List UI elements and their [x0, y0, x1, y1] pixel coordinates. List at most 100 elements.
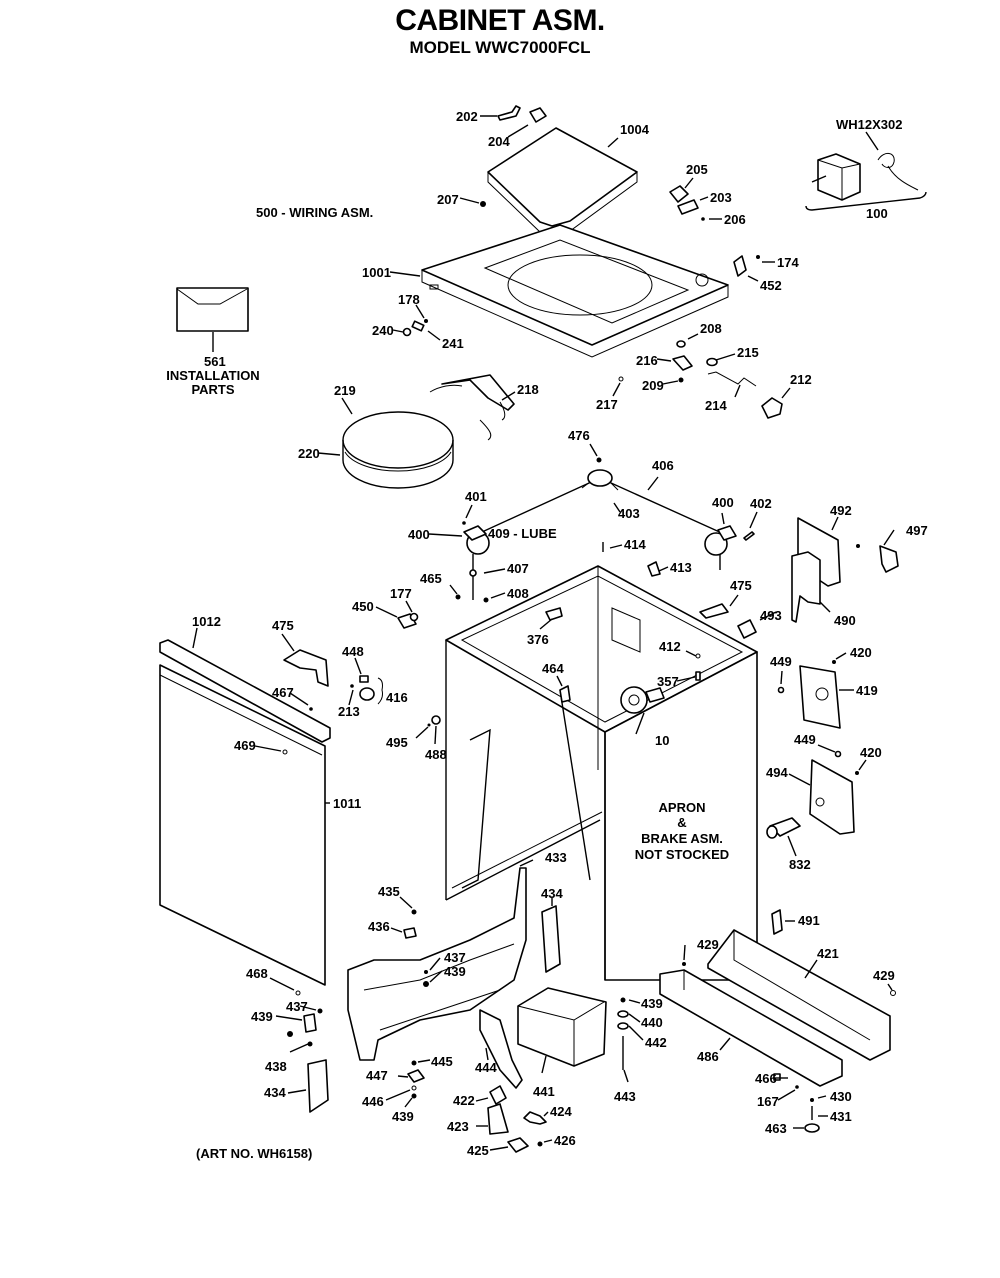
- screw-437-upper[interactable]: [424, 970, 428, 974]
- screw-437-lower[interactable]: [317, 1008, 323, 1014]
- screw-209[interactable]: [678, 377, 684, 383]
- front-panel-1011[interactable]: [159, 664, 326, 986]
- screw-467[interactable]: [309, 707, 313, 711]
- nut-439-left-b[interactable]: [307, 1041, 313, 1047]
- callout: 439: [641, 996, 663, 1011]
- bracket-475-right[interactable]: [699, 603, 729, 619]
- washer-208[interactable]: [676, 340, 686, 348]
- nut-465[interactable]: [455, 594, 461, 600]
- nut-439-right[interactable]: [620, 997, 626, 1003]
- hinge-202[interactable]: [497, 105, 521, 121]
- rod-214[interactable]: [707, 371, 757, 387]
- nut-439-left-a[interactable]: [287, 1031, 293, 1037]
- grommet-215[interactable]: [706, 357, 718, 367]
- top-rail-1012[interactable]: [159, 639, 331, 743]
- bracket-438[interactable]: [303, 1013, 317, 1033]
- screw-469[interactable]: [282, 749, 288, 755]
- nut-240[interactable]: [402, 327, 412, 337]
- clip-422[interactable]: [489, 1085, 507, 1105]
- pin-402[interactable]: [743, 531, 755, 541]
- tub-ring-219[interactable]: [342, 411, 454, 489]
- washer-442[interactable]: [617, 1022, 629, 1030]
- nut-449-lower[interactable]: [834, 750, 842, 758]
- clip-376[interactable]: [545, 607, 563, 621]
- switch-205[interactable]: [669, 185, 689, 203]
- lid-1004[interactable]: [487, 127, 638, 237]
- cover-441[interactable]: [517, 987, 607, 1067]
- bracket-452[interactable]: [733, 255, 747, 277]
- screw-468[interactable]: [295, 990, 301, 996]
- switch-203[interactable]: [677, 199, 699, 215]
- screw-178[interactable]: [424, 319, 428, 323]
- bracket-497[interactable]: [879, 545, 899, 573]
- screw-429-right[interactable]: [890, 990, 896, 996]
- screw-174[interactable]: [756, 255, 760, 259]
- apron-note-line3: BRAKE ASM.: [641, 831, 723, 846]
- nut-430[interactable]: [810, 1098, 814, 1102]
- callout: 441: [533, 1084, 555, 1099]
- washer-446[interactable]: [411, 1085, 417, 1091]
- screw-426[interactable]: [537, 1141, 543, 1147]
- bumper-204[interactable]: [529, 107, 547, 123]
- callout: 1012: [192, 614, 221, 629]
- bracket-216[interactable]: [672, 355, 693, 371]
- callout: 213: [338, 704, 360, 719]
- plate-447[interactable]: [407, 1069, 425, 1083]
- spacer-357[interactable]: [695, 671, 701, 681]
- base-channel-486[interactable]: [659, 969, 843, 1087]
- pulley-400-right[interactable]: [704, 525, 737, 570]
- clamp-424[interactable]: [523, 1111, 547, 1125]
- screw-206[interactable]: [701, 217, 705, 221]
- base-channel-421[interactable]: [707, 929, 891, 1061]
- cabinet-frame[interactable]: [445, 565, 758, 981]
- clip-241[interactable]: [411, 320, 425, 332]
- screw-420-upper[interactable]: [832, 660, 836, 664]
- top-panel-1001[interactable]: [421, 224, 729, 358]
- callout: 452: [760, 278, 782, 293]
- shield-490[interactable]: [791, 551, 821, 623]
- bracket-423[interactable]: [487, 1103, 509, 1135]
- switch-493[interactable]: [737, 619, 757, 639]
- screw-167[interactable]: [795, 1085, 799, 1089]
- suspension-cable-406[interactable]: [481, 469, 725, 535]
- pulley-400-left[interactable]: [463, 525, 490, 600]
- foot-463[interactable]: [804, 1123, 820, 1133]
- washer-440[interactable]: [617, 1010, 629, 1018]
- screw-shield[interactable]: [856, 544, 860, 548]
- screw-435[interactable]: [411, 909, 417, 915]
- clip-436[interactable]: [403, 927, 417, 939]
- lid-switch-212[interactable]: [761, 397, 783, 419]
- screw-217[interactable]: [618, 376, 624, 382]
- nut-488[interactable]: [431, 715, 441, 725]
- clip-413[interactable]: [647, 561, 661, 577]
- nut-449-upper[interactable]: [777, 686, 785, 694]
- bracket-475-left[interactable]: [283, 649, 329, 687]
- screw-401[interactable]: [462, 521, 466, 525]
- nut-476[interactable]: [596, 457, 602, 463]
- switch-416[interactable]: [359, 675, 383, 705]
- nut-439-upper[interactable]: [423, 981, 429, 987]
- base-frame-433[interactable]: [347, 867, 527, 1089]
- screw-207[interactable]: [480, 201, 486, 207]
- screw-495[interactable]: [427, 723, 431, 727]
- screw-213[interactable]: [350, 684, 354, 688]
- nut-466[interactable]: [773, 1073, 781, 1081]
- hose-connector-832[interactable]: [766, 817, 801, 839]
- screw-429-left[interactable]: [682, 962, 686, 966]
- installation-parts-envelope-561[interactable]: [176, 287, 249, 352]
- panel-419[interactable]: [799, 665, 841, 729]
- bracket-491[interactable]: [771, 909, 783, 935]
- nut-439-lower[interactable]: [411, 1093, 417, 1099]
- screw-420-lower[interactable]: [855, 771, 859, 775]
- screw-177[interactable]: [409, 612, 419, 622]
- motor-10[interactable]: [620, 686, 665, 714]
- clip-464[interactable]: [559, 685, 571, 703]
- block-425[interactable]: [507, 1137, 529, 1153]
- agitator-bracket-218[interactable]: [429, 374, 515, 441]
- bolt-445[interactable]: [411, 1060, 417, 1066]
- panel-494[interactable]: [809, 759, 855, 835]
- bracket-434-left[interactable]: [307, 1059, 329, 1113]
- nut-408[interactable]: [483, 597, 489, 603]
- bracket-434-right[interactable]: [541, 905, 561, 973]
- timer-100[interactable]: [805, 153, 927, 211]
